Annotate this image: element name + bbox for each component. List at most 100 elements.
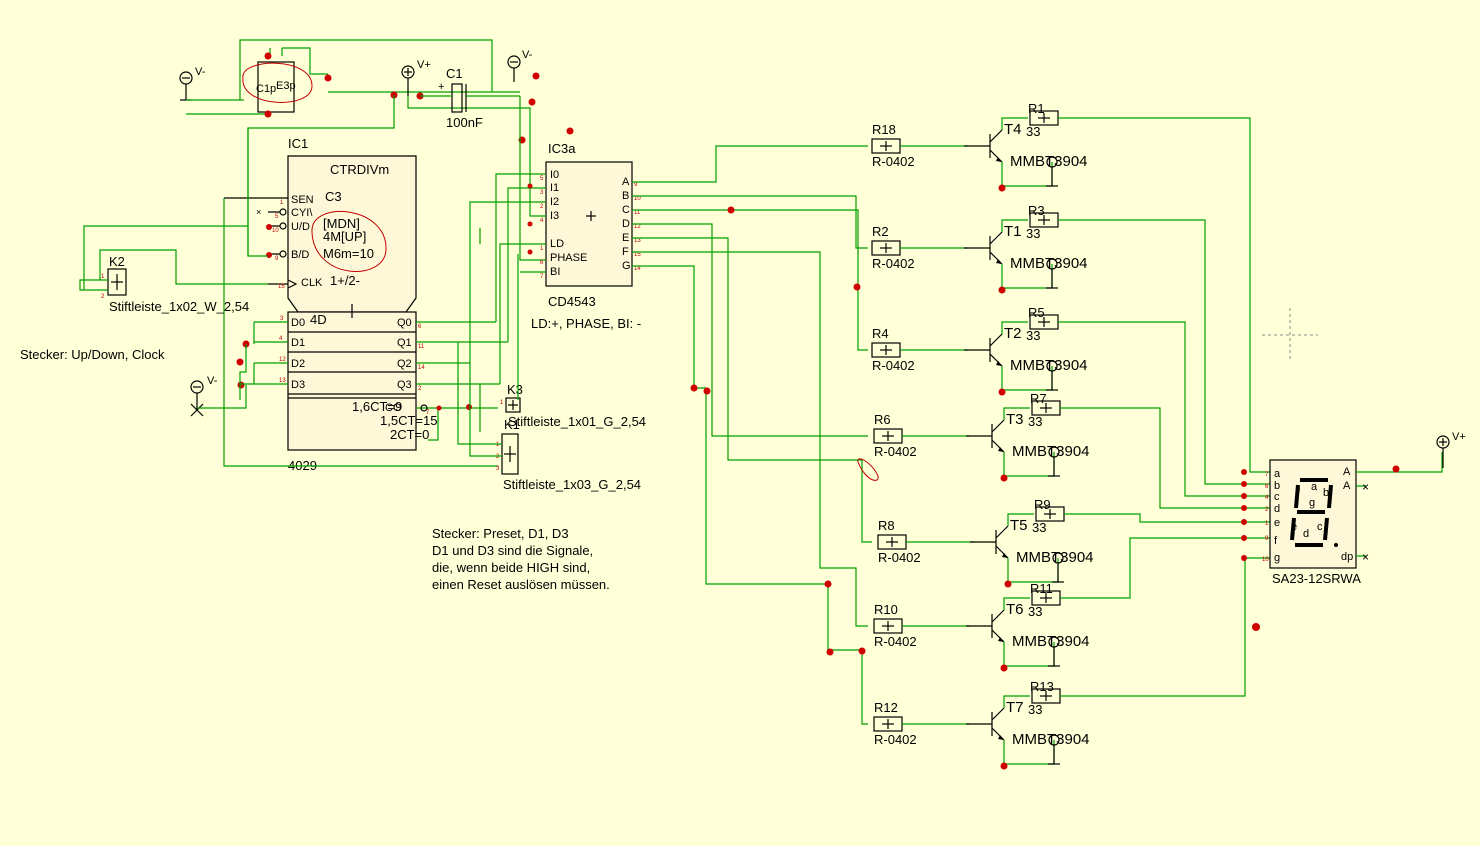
- cursor-crosshair: [1262, 308, 1318, 362]
- collector-resistor-name: R1: [1028, 101, 1045, 116]
- svg-text:2: 2: [418, 386, 422, 392]
- connector-k1[interactable]: K1 123 Stiftleiste_1x03_G_2,54: [457, 342, 641, 492]
- x1-anode-1: A: [1343, 466, 1351, 478]
- svg-text:2: 2: [540, 204, 544, 210]
- x1-pin-g: g: [1274, 552, 1280, 564]
- k2-name: K2: [109, 254, 125, 269]
- vminus-label-2: V-: [522, 49, 533, 61]
- k1-name: K1: [504, 417, 520, 432]
- ic1-pin-d3: D3: [291, 379, 305, 391]
- capacitor-c1[interactable]: C1 + 100nF: [420, 66, 520, 130]
- seg-label-g: g: [1309, 497, 1315, 509]
- svg-text:5: 5: [540, 176, 544, 182]
- ic1-pin-cyi: CYI\: [291, 207, 313, 219]
- transistor-name: T6: [1006, 601, 1024, 618]
- svg-text:4: 4: [279, 336, 283, 342]
- transistor-name: T2: [1004, 325, 1022, 342]
- svg-text:1: 1: [101, 274, 105, 280]
- vplus-label-1: V+: [417, 59, 431, 71]
- collector-resistor-name: R5: [1028, 305, 1045, 320]
- ic1-pin-sen: SEN: [291, 194, 314, 206]
- ic3-pin-e: E: [622, 232, 629, 244]
- collector-resistor-value: 33: [1026, 124, 1040, 139]
- svg-text:9: 9: [275, 256, 279, 262]
- ic3-pin-phase: PHASE: [550, 252, 587, 264]
- seg-label-c: c: [1317, 521, 1323, 533]
- x1-pin-f: f: [1274, 535, 1278, 547]
- collector-resistor-value: 33: [1028, 702, 1042, 717]
- ic1-pin-q0: Q0: [397, 317, 412, 329]
- ic3-pin-a: A: [622, 176, 630, 188]
- svg-text:3: 3: [280, 316, 284, 322]
- svg-text:×: ×: [256, 207, 261, 217]
- ic1-pin-q3: Q3: [397, 379, 412, 391]
- ic3-decoder[interactable]: IC3a I0 I1 I2 I3 LD PHASE BI A B C D E F…: [469, 96, 641, 400]
- x1-pin-d: d: [1274, 503, 1280, 515]
- transistor-part: MMBT3904: [1010, 357, 1088, 374]
- seg-label-d: d: [1303, 528, 1309, 540]
- seven-segment-icon: [1290, 478, 1333, 547]
- display-x1[interactable]: X1 a b c d e f g A A dp a b c d e f g 76…: [1252, 431, 1466, 631]
- svg-text:10: 10: [634, 196, 641, 202]
- note-line-3: die, wenn beide HIGH sind,: [432, 560, 590, 575]
- svg-text:10: 10: [1262, 557, 1269, 563]
- transistor-part: MMBT3904: [1012, 731, 1090, 748]
- ic1-pin-d0: D0: [291, 317, 305, 329]
- ic1-mtext4: 1+/2-: [330, 273, 360, 288]
- ic1-co: CO: [385, 402, 402, 414]
- vminus-label-1: V-: [195, 66, 206, 78]
- ic3-pin-ld: LD: [550, 238, 564, 250]
- svg-text:12: 12: [634, 224, 641, 230]
- svg-text:14: 14: [418, 365, 425, 371]
- vminus-label-3: V-: [207, 375, 218, 387]
- ic1-mtext3: M6m=10: [323, 246, 374, 261]
- ic3-pin-i0: I0: [550, 169, 559, 181]
- collector-resistor-name: R13: [1030, 679, 1054, 694]
- bypass-cap-body[interactable]: [257, 61, 295, 113]
- ic1-d4: 4D: [310, 312, 327, 327]
- ic3-pin-i1: I1: [550, 182, 559, 194]
- connector-k2[interactable]: K2 12 Stiftleiste_1x02_W_2,54 Stecker: U…: [20, 225, 268, 362]
- seg-label-e: e: [1291, 521, 1297, 533]
- svg-text:13: 13: [279, 378, 286, 384]
- c1-value: 100nF: [446, 115, 483, 130]
- base-resistor-part: R-0402: [878, 550, 921, 565]
- base-resistor-r12-name: R12: [874, 700, 898, 715]
- svg-text:14: 14: [634, 266, 641, 272]
- k3-name: K3: [507, 382, 523, 397]
- ic3-pin-i3: I3: [550, 210, 559, 222]
- svg-text:1: 1: [500, 400, 504, 406]
- ic1-pin-bd: B/D: [291, 249, 309, 261]
- base-resistor-part: R-0402: [872, 256, 915, 271]
- svg-text:12: 12: [279, 357, 286, 363]
- transistor-part: MMBT3904: [1012, 443, 1090, 460]
- ic1-counter[interactable]: IC1 CTRDIVm C3 [MDN] 4M[UP] M6m=10 1+/2-…: [190, 128, 508, 473]
- svg-text:7: 7: [1265, 472, 1269, 478]
- transistor-name: T1: [1004, 223, 1022, 240]
- svg-text:15: 15: [634, 252, 641, 258]
- note-line-2: D1 und D3 sind die Signale,: [432, 543, 593, 558]
- seg-label-a: a: [1311, 481, 1318, 493]
- ic3-pin-bi: BI: [550, 266, 560, 278]
- connector-k3[interactable]: K3 1 Stiftleiste_1x01_G_2,54: [500, 382, 646, 429]
- ic1-mtext2: 4M[UP]: [323, 229, 366, 244]
- svg-text:×: ×: [1362, 550, 1369, 564]
- ic1-ct3: 2CT=0: [390, 427, 429, 442]
- collector-resistor-value: 33: [1028, 414, 1042, 429]
- svg-text:5: 5: [275, 214, 279, 220]
- k2-note: Stecker: Up/Down, Clock: [20, 347, 165, 362]
- collector-resistor-value: 33: [1028, 604, 1042, 619]
- svg-text:4: 4: [1265, 495, 1269, 501]
- collector-resistor-name: R11: [1030, 581, 1053, 596]
- x1-anode-2: A: [1343, 480, 1351, 492]
- svg-text:7: 7: [540, 274, 544, 280]
- ic1-mtext1: [MDN]: [323, 216, 360, 231]
- collector-resistor-value: 33: [1026, 328, 1040, 343]
